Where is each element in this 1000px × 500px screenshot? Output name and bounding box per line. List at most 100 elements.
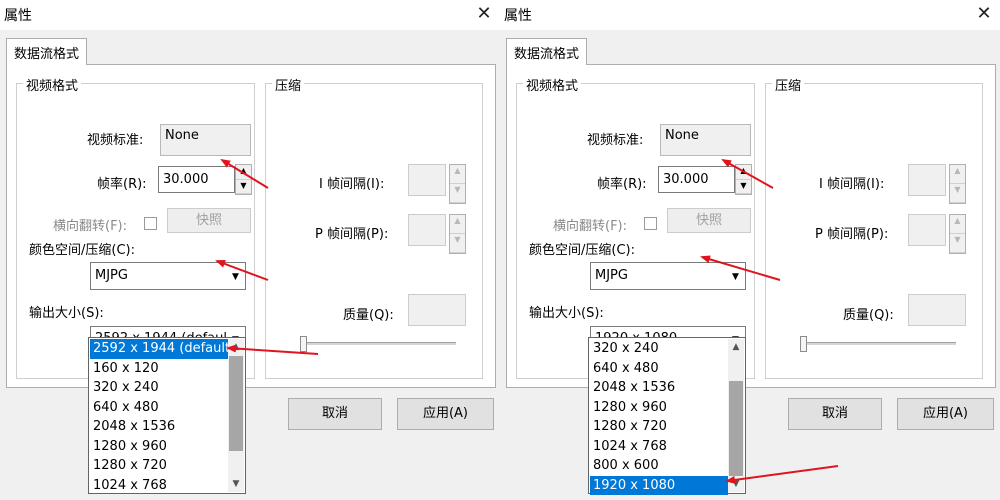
i-frame-interval-input[interactable] (908, 164, 946, 196)
spin-up-icon[interactable]: ▲ (950, 215, 965, 234)
compression-group-label: 压缩 (272, 75, 305, 94)
snapshot-button[interactable]: 快照 (667, 208, 751, 233)
list-item[interactable]: 640 x 480 (593, 360, 659, 376)
properties-dialog-right: 属性 ✕ 数据流格式 视频格式 视频标准: None 帧率(R): 30.000… (500, 0, 1000, 500)
p-frame-interval-label: P 帧间隔(P): (815, 227, 889, 242)
i-frame-interval-label: I 帧间隔(I): (319, 177, 385, 192)
spin-up-icon[interactable]: ▲ (450, 165, 465, 184)
spin-down-icon[interactable]: ▼ (950, 184, 965, 203)
quality-slider-track[interactable] (802, 342, 956, 345)
flip-checkbox[interactable] (644, 217, 657, 230)
list-item[interactable]: 1024 x 768 (593, 438, 667, 454)
p-frame-interval-input[interactable] (408, 214, 446, 246)
close-icon[interactable]: ✕ (476, 3, 492, 24)
video-standard-label: 视频标准: (87, 133, 144, 148)
spin-down-icon[interactable]: ▼ (236, 180, 251, 194)
list-item[interactable]: 160 x 120 (93, 360, 159, 376)
spin-up-icon[interactable]: ▲ (450, 215, 465, 234)
quality-slider-track[interactable] (302, 342, 456, 345)
tab-stream-format[interactable]: 数据流格式 (6, 38, 88, 65)
scroll-thumb[interactable] (229, 356, 243, 451)
spin-down-icon[interactable]: ▼ (736, 180, 751, 194)
output-size-dropdown-list[interactable]: 2592 x 1944 (default) 160 x 120 320 x 24… (88, 337, 246, 494)
video-format-group: 视频格式 视频标准: None 帧率(R): 30.000 ▲ ▼ 横向翻转(F… (16, 75, 255, 379)
spin-down-icon[interactable]: ▼ (450, 184, 465, 203)
compression-group: 压缩 I 帧间隔(I): ▲ ▼ P 帧间隔(P): ▲ ▼ 质量(Q): (265, 75, 483, 379)
video-format-group: 视频格式 视频标准: None 帧率(R): 30.000 ▲ ▼ 横向翻转(F… (516, 75, 755, 379)
color-space-value: MJPG (595, 268, 628, 283)
cancel-button[interactable]: 取消 (788, 398, 882, 430)
list-item[interactable]: 1280 x 720 (593, 419, 667, 434)
frame-rate-label: 帧率(R): (97, 177, 147, 192)
flip-checkbox[interactable] (144, 217, 157, 230)
scroll-down-icon[interactable]: ▼ (732, 479, 740, 489)
i-frame-interval-input[interactable] (408, 164, 446, 196)
video-standard-label: 视频标准: (587, 133, 644, 148)
quality-label: 质量(Q): (843, 308, 894, 323)
quality-label: 质量(Q): (343, 308, 394, 323)
spin-down-icon[interactable]: ▼ (450, 234, 465, 253)
list-item[interactable]: 640 x 480 (93, 399, 159, 415)
quality-input[interactable] (408, 294, 466, 326)
flip-label: 横向翻转(F): (53, 219, 128, 234)
list-scrollbar[interactable]: ▲ ▼ (228, 339, 244, 492)
snapshot-button[interactable]: 快照 (167, 208, 251, 233)
spin-up-icon[interactable]: ▲ (736, 165, 751, 180)
scroll-down-icon[interactable]: ▼ (232, 479, 240, 489)
p-frame-interval-input[interactable] (908, 214, 946, 246)
list-item[interactable]: 800 x 600 (593, 458, 659, 473)
list-item[interactable]: 2048 x 1536 (93, 419, 176, 434)
spin-up-icon[interactable]: ▲ (950, 165, 965, 184)
video-standard-field: None (660, 124, 751, 156)
frame-rate-input[interactable]: 30.000 (658, 166, 735, 193)
quality-slider-thumb[interactable] (300, 336, 307, 352)
i-frame-spinner[interactable]: ▲ ▼ (449, 164, 466, 204)
list-item[interactable]: 1920 x 1080 (590, 475, 728, 495)
spin-down-icon[interactable]: ▼ (950, 234, 965, 253)
p-frame-spinner[interactable]: ▲ ▼ (949, 214, 966, 254)
close-icon[interactable]: ✕ (976, 3, 992, 24)
output-size-dropdown-list[interactable]: 320 x 240 640 x 480 2048 x 1536 1280 x 9… (588, 337, 746, 495)
i-frame-interval-label: I 帧间隔(I): (819, 177, 885, 192)
quality-input[interactable] (908, 294, 966, 326)
title-bar: 属性 ✕ (500, 0, 1000, 30)
frame-rate-input[interactable]: 30.000 (158, 166, 235, 193)
spin-up-icon[interactable]: ▲ (236, 165, 251, 180)
cancel-button[interactable]: 取消 (288, 398, 382, 430)
output-size-label: 输出大小(S): (29, 306, 104, 321)
list-item[interactable]: 2592 x 1944 (default) (90, 339, 228, 359)
list-item[interactable]: 1280 x 960 (93, 438, 167, 454)
color-space-select[interactable]: MJPG ▼ (90, 262, 246, 290)
list-item[interactable]: 2048 x 1536 (593, 380, 676, 395)
compression-group-label: 压缩 (772, 75, 805, 94)
scroll-up-icon[interactable]: ▲ (232, 342, 240, 352)
chevron-down-icon[interactable]: ▼ (727, 264, 744, 288)
scroll-thumb[interactable] (729, 381, 743, 476)
output-size-label: 输出大小(S): (529, 306, 604, 321)
scroll-up-icon[interactable]: ▲ (732, 342, 740, 352)
color-space-label: 颜色空间/压缩(C): (529, 243, 635, 258)
tab-stream-format[interactable]: 数据流格式 (506, 38, 588, 65)
frame-rate-spinner[interactable]: ▲ ▼ (735, 164, 752, 195)
chevron-down-icon[interactable]: ▼ (227, 264, 244, 288)
list-item[interactable]: 320 x 240 (593, 341, 659, 356)
p-frame-interval-label: P 帧间隔(P): (315, 227, 389, 242)
p-frame-spinner[interactable]: ▲ ▼ (449, 214, 466, 254)
color-space-select[interactable]: MJPG ▼ (590, 262, 746, 290)
list-item[interactable]: 1280 x 720 (93, 458, 167, 473)
frame-rate-spinner[interactable]: ▲ ▼ (235, 164, 252, 195)
apply-button[interactable]: 应用(A) (897, 398, 994, 430)
i-frame-spinner[interactable]: ▲ ▼ (949, 164, 966, 204)
apply-button[interactable]: 应用(A) (397, 398, 494, 430)
video-format-group-label: 视频格式 (523, 75, 582, 94)
list-item[interactable]: 1280 x 960 (593, 399, 667, 415)
compression-group: 压缩 I 帧间隔(I): ▲ ▼ P 帧间隔(P): ▲ ▼ 质量(Q): (765, 75, 983, 379)
dialog-body: 数据流格式 视频格式 视频标准: None 帧率(R): 30.000 ▲ ▼ … (500, 30, 1000, 500)
video-format-group-label: 视频格式 (23, 75, 82, 94)
title-bar: 属性 ✕ (0, 0, 500, 30)
list-item[interactable]: 320 x 240 (93, 380, 159, 395)
list-scrollbar[interactable]: ▲ ▼ (728, 339, 744, 492)
color-space-label: 颜色空间/压缩(C): (29, 243, 135, 258)
list-item[interactable]: 1024 x 768 (93, 477, 167, 493)
quality-slider-thumb[interactable] (800, 336, 807, 352)
